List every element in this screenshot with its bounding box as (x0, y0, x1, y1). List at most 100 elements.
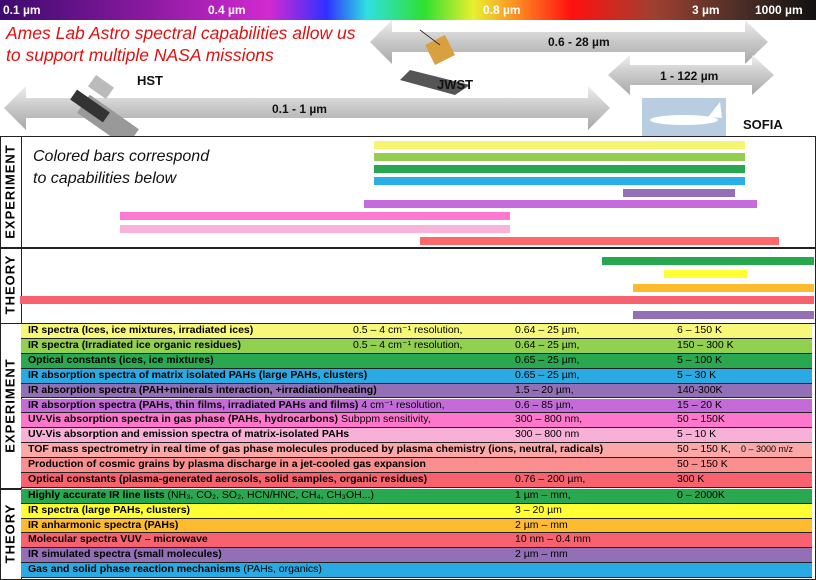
description-text: Optical constants (ices, ice mixtures) (28, 353, 214, 366)
description-text: IR absorption spectra of matrix isolated… (28, 368, 368, 381)
table-row: Production of cosmic grains by plasma di… (21, 458, 812, 473)
mass-range-cell: 0 – 3000 m/z (741, 444, 794, 455)
experiment-section-label: EXPERIMENT (2, 144, 18, 239)
table-row: IR spectra (large PAHs, clusters) 3 – 20 … (21, 503, 812, 519)
theory-table-label: THEORY (2, 503, 18, 564)
wavelength-range-cell: 0.64 – 25 µm, (515, 324, 580, 336)
wavelength-range-cell: 300 – 800 nm, (515, 413, 583, 426)
wavelength-range-cell: 3 – 20 µm (515, 503, 562, 516)
capability-bar (364, 200, 757, 208)
temperature-cell: 15 – 20 K (677, 398, 722, 411)
note-line: to capabilities below (33, 170, 177, 187)
table-row: IR simulated spectra (small molecules)2 … (21, 548, 812, 563)
capability-bar (20, 296, 814, 304)
temperature-cell: 50 – 150 K, (677, 443, 731, 456)
title-line: to support multiple NASA missions (6, 45, 274, 65)
hst-label: HST (137, 73, 163, 88)
capability-description: Production of cosmic grains by plasma di… (28, 458, 426, 472)
capability-description: IR absorption spectra (PAH+minerals inte… (28, 384, 377, 398)
table-row: UV-Vis absorption spectra in gas phase (… (21, 413, 812, 429)
temperature-cell: 5 – 10 K (677, 428, 717, 441)
wavelength-range-cell: 0.6 – 85 µm, (515, 398, 574, 411)
wavelength-range-cell: 0.65 – 25 µm, (515, 353, 580, 366)
description-extra: Subppm sensitivity, (340, 413, 431, 426)
capability-description: IR anharmonic spectra (PAHs) (28, 519, 178, 533)
jwst-range-label: 0.6 - 28 µm (548, 35, 610, 49)
hst-range-label: 0.1 - 1 µm (272, 102, 327, 116)
sofia-range-label: 1 - 122 µm (660, 69, 719, 83)
capability-bar (374, 153, 745, 161)
table-row: IR absorption spectra (PAH+minerals inte… (21, 383, 812, 399)
wavelength-range-cell: 0.65 – 25 µm, (515, 368, 580, 381)
capability-description: Optical constants (plasma-generated aero… (28, 473, 427, 487)
capability-description: IR absorption spectra of matrix isolated… (28, 369, 367, 383)
description-text: UV-Vis absorption spectra in gas phase (… (28, 413, 339, 426)
capability-description: IR simulated spectra (small molecules) (28, 548, 222, 562)
spectrum-label: 0.8 µm (483, 3, 521, 17)
hst-range-arrow (4, 86, 610, 130)
spectrum-label: 0.1 µm (3, 3, 41, 17)
temperature-cell: 6 – 150 K (677, 324, 722, 336)
description-text: Molecular spectra VUV – microwave (28, 533, 208, 546)
capability-description: Optical constants (ices, ice mixtures) (28, 354, 214, 368)
capability-bar (664, 270, 747, 278)
sofia-range-arrow (608, 55, 774, 95)
description-text: Highly accurate IR line lists (28, 489, 165, 501)
description-text: IR spectra (Ices, ice mixtures, irradiat… (28, 324, 254, 336)
capability-description: Highly accurate IR line lists (NH₃, CO₂,… (28, 489, 374, 503)
temperature-cell: 5 – 30 K (677, 368, 717, 381)
resolution-cell: 0.5 – 4 cm⁻¹ resolution, (353, 338, 463, 351)
sofia-aircraft-image (642, 98, 726, 136)
table-row: Gas and solid phase reaction mechanisms … (21, 563, 812, 578)
jwst-label: JWST (437, 77, 474, 92)
wavelength-range-cell: 2 µm – mm (515, 518, 568, 531)
description-text: Production of cosmic grains by plasma di… (28, 458, 426, 471)
table-row: Optical constants (ices, ice mixtures) 0.… (21, 353, 812, 369)
sofia-label: SOFIA (743, 117, 783, 132)
capability-description: TOF mass spectrometry in real time of ga… (28, 443, 603, 457)
description-text: Gas and solid phase reaction mechanisms (28, 563, 241, 575)
capability-description: UV-Vis absorption spectra in gas phase (… (28, 413, 431, 427)
jwst-telescope-image (400, 29, 470, 95)
temperature-cell: 5 – 100 K (677, 353, 722, 366)
capability-bar (602, 257, 814, 265)
capability-bar (420, 237, 779, 245)
table-row: IR anharmonic spectra (PAHs) 2 µm – mm (21, 518, 812, 534)
temperature-cell: 50 – 150K (677, 413, 725, 426)
temperature-cell: 150 – 300 K (677, 338, 734, 351)
capability-bar (120, 225, 510, 233)
capability-description: IR spectra (Irradiated ice organic resid… (28, 339, 241, 353)
capability-bar (633, 311, 814, 319)
table-row: IR spectra (Ices, ice mixtures, irradiat… (21, 324, 812, 339)
table-row: Highly accurate IR line lists (NH₃, CO₂,… (21, 489, 812, 504)
capability-description: Molecular spectra VUV – microwave (28, 533, 208, 547)
description-text: IR spectra (Irradiated ice organic resid… (28, 338, 241, 351)
table-row: IR spectra (Irradiated ice organic resid… (21, 338, 812, 354)
description-extra: (PAHs, organics) (243, 563, 322, 575)
description-extra: 4 cm⁻¹ resolution, (361, 398, 445, 411)
capability-description: IR absorption spectra (PAHs, thin films,… (28, 399, 445, 413)
table-row: UV-Vis absorption and emission spectra o… (21, 428, 812, 444)
spectrum-label: 0.4 µm (208, 3, 246, 17)
wavelength-range-cell: 0.64 – 25 µm, (515, 338, 580, 351)
description-text: Optical constants (plasma-generated aero… (28, 473, 428, 485)
capability-bar (623, 189, 735, 197)
note-line: Colored bars correspond (33, 148, 210, 165)
description-text: IR absorption spectra (PAHs, thin films,… (28, 398, 359, 411)
description-text: IR absorption spectra (PAH+minerals inte… (28, 383, 377, 396)
temperature-cell: 50 – 150 K (677, 458, 728, 471)
description-text: UV-Vis absorption and emission spectra o… (28, 428, 350, 441)
description-extra: (NH₃, CO₂, SO₂, HCN/HNC, CH₄, CH₃OH...) (167, 489, 374, 501)
table-row: Optical constants (plasma-generated aero… (21, 473, 812, 488)
wavelength-range-cell: 0.76 – 200 µm, (515, 473, 586, 485)
description-text: IR anharmonic spectra (PAHs) (28, 518, 179, 531)
bars-note: Colored bars correspond to capabilities b… (33, 146, 209, 190)
hst-telescope-image (70, 74, 139, 136)
table-row: IR absorption spectra of matrix isolated… (21, 368, 812, 384)
capability-description: IR spectra (large PAHs, clusters) (28, 504, 190, 518)
capability-description: UV-Vis absorption and emission spectra o… (28, 428, 349, 442)
jwst-range-arrow (370, 20, 768, 64)
capability-bar (374, 165, 745, 173)
